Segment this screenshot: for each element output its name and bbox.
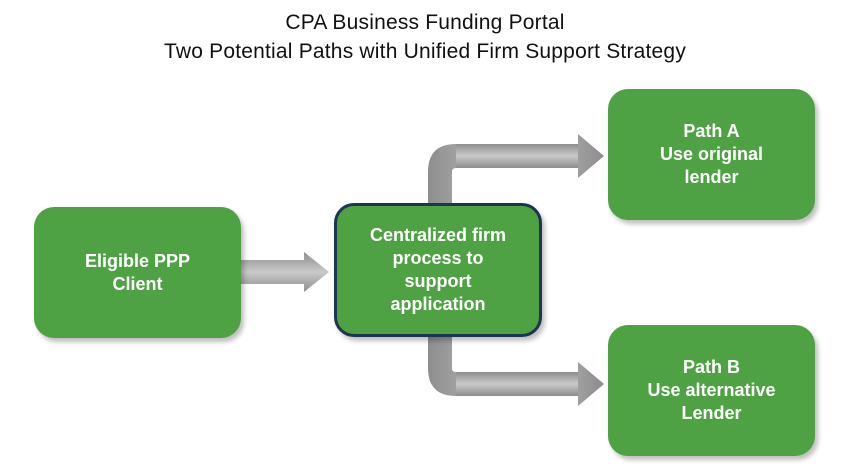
diagram-title: CPA Business Funding Portal Two Potentia… [0,8,850,66]
node-path-b-line-3: Lender [681,403,742,423]
node-central-line-2: process to [392,248,484,268]
title-line-2: Two Potential Paths with Unified Firm Su… [163,40,687,63]
arrow-client-to-central [241,252,329,292]
node-path-b: Path B Use alternative Lender [608,325,815,456]
node-client-line-1: Eligible PPP [84,250,191,271]
node-path-b-line-1: Path B [682,357,740,377]
node-path-a-line-1: Path A [683,121,740,141]
node-central-line-4: application [390,294,486,314]
node-path-b-line-2: Use alternative [647,380,776,400]
title-line-1: CPA Business Funding Portal [285,11,565,34]
node-path-a-line-2: Use original [659,144,764,164]
node-central-line-1: Centralized firm [369,225,507,245]
node-central-line-3: support [404,271,472,291]
node-centralized-process: Centralized firm process to support appl… [334,203,542,337]
node-client-line-2: Client [112,273,163,294]
node-eligible-client: Eligible PPP Client [34,207,241,338]
node-path-a-line-3: lender [684,167,739,187]
arrow-central-to-path-a [428,134,604,203]
arrow-central-to-path-b [428,337,604,406]
node-path-a: Path A Use original lender [608,89,815,220]
